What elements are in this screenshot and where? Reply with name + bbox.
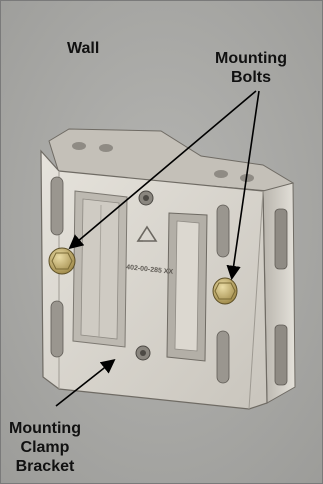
wall-label: Wall — [67, 39, 99, 58]
face-slot — [217, 205, 229, 257]
bracket-label-line-3: Bracket — [9, 457, 81, 476]
face-slot — [51, 177, 63, 235]
face-slot — [51, 301, 63, 357]
bolts-label-line-2: Bolts — [215, 68, 287, 87]
flange-hole — [72, 142, 86, 150]
bracket-label: Mounting Clamp Bracket — [9, 419, 81, 476]
bolts-label-line-1: Mounting — [215, 49, 287, 68]
mounting-bolt-right — [213, 278, 237, 304]
bolts-label: Mounting Bolts — [215, 49, 287, 87]
bracket-label-line-1: Mounting — [9, 419, 81, 438]
side-slot — [275, 325, 287, 385]
bracket-label-line-2: Clamp — [9, 438, 81, 457]
flange-hole — [214, 170, 228, 178]
wall-label-text: Wall — [67, 39, 99, 58]
flange-hole — [99, 144, 113, 152]
side-slot — [275, 209, 287, 269]
clamp-channel-inner — [175, 221, 199, 351]
mounting-bolt-left — [49, 248, 75, 274]
face-slot — [217, 331, 229, 383]
